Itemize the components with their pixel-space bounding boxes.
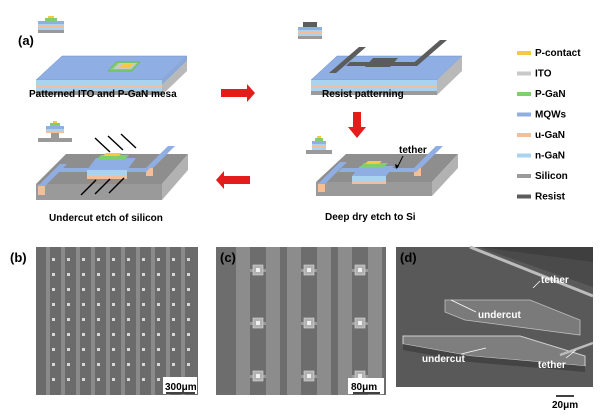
panel-c-label: (c) [220,250,236,265]
step4-device-illustration [36,133,188,200]
legend-swatch-u-gan [517,133,531,137]
legend-label-u-gan: u-GaN [535,130,565,141]
step1-caption: Patterned ITO and P-GaN mesa [29,89,177,100]
legend-label-ito: ITO [535,69,552,80]
panel-b-scale: 300μm [165,382,197,393]
step3-device-illustration [316,146,458,196]
panel-c-scale: 80μm [351,382,377,393]
legend-label-p-contact: P-contact [535,48,581,59]
arrow-left [216,171,250,189]
arrow-down [348,112,366,138]
legend-swatch-p-contact [517,51,531,55]
panel-b-sem-image [36,247,198,395]
step2-caption: Resist patterning [322,89,404,100]
panel-b-label: (b) [10,250,27,265]
step3-caption: Deep dry etch to Si [325,212,416,223]
step1-cross-section-icon [38,16,64,33]
step4-cross-section-icon [38,121,72,142]
panel-d-label: (d) [400,250,417,265]
panel-d-undercut-bottom: undercut [422,354,465,365]
legend-label-mqws: MQWs [535,110,567,121]
step2-device-illustration [310,40,463,95]
legend-label-resist: Resist [535,192,566,203]
step1-device-illustration [35,55,188,95]
step4-caption: Undercut etch of silicon [49,213,163,224]
legend-label-n-gan: n-GaN [535,151,565,162]
tether-annotation: tether [399,145,427,156]
panel-d-undercut-top: undercut [478,310,521,321]
legend-label-p-gan: P-GaN [535,89,566,100]
legend-swatch-mqws [517,112,531,117]
step3-cross-section-icon [306,136,332,154]
legend-swatch-n-gan [517,153,531,158]
legend-swatch-ito [517,71,531,76]
legend-swatch-resist [517,194,531,199]
legend-label-silicon: Silicon [535,171,568,182]
legend-swatch-silicon [517,174,531,178]
panel-d-tether-top: tether [541,275,569,286]
panel-d-scale: 20μm [552,400,578,411]
legend-swatch-p-gan [517,92,531,96]
panel-d-tether-bottom: tether [538,360,566,371]
arrow-right [221,84,255,102]
step2-cross-section-icon [298,22,322,39]
panel-c-sem-image [216,247,386,395]
panel-a-label: (a) [18,33,34,48]
panel-d-sem-image [396,245,594,387]
